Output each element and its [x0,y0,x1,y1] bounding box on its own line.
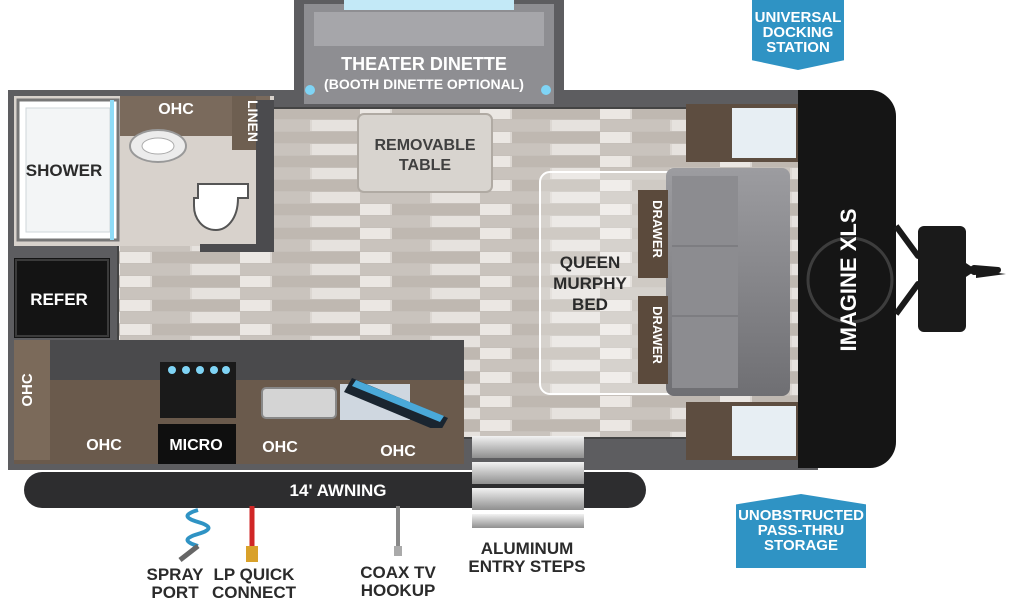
entry-steps [472,436,584,528]
coax-label-2: HOOKUP [360,581,436,600]
kitchen-counter [14,340,464,464]
pass-thru-storage-callout: UNOBSTRUCTED PASS-THRU STORAGE [736,494,866,568]
bathroom [14,96,274,252]
drawer-unit-bottom [638,296,668,384]
docking-station-callout: UNIVERSAL DOCKING STATION [752,0,844,70]
coax-hookup-label: COAX TV HOOKUP [352,564,444,600]
front-cap [798,90,896,468]
refer-label: REFER [30,290,88,309]
murphy-label-3: BED [572,295,608,314]
hitch-icon [893,224,1006,332]
removable-table-label-1: REMOVABLE [374,137,475,154]
linen-label: LINEN [245,100,261,142]
spray-label-1: SPRAY [146,565,204,584]
steps-label-2: ENTRY STEPS [468,557,586,576]
brand-logo: IMAGINE XLS [836,208,861,351]
ohc-bottom-2-label: OHC [262,439,298,456]
removable-table-label-2: TABLE [399,157,451,174]
murphy-label-1: QUEEN [560,253,620,272]
coax-label-1: COAX TV [360,563,436,582]
ohc-bottom-1-label: OHC [86,437,122,454]
lp-label-2: CONNECT [211,583,297,602]
micro-label: MICRO [169,437,222,454]
storage-label-1: UNOBSTRUCTED [738,507,864,524]
ohc-left-label: OHC [19,373,36,407]
awning-label: 14' AWNING [290,481,387,500]
docking-label-3: STATION [766,39,830,56]
docking-label-2: DOCKING [762,24,834,41]
murphy-label-2: MURPHY [553,274,627,293]
ohc-top-label: OHC [158,101,194,118]
removable-table [357,113,493,193]
dinette-slideout [294,0,564,104]
ohc-bottom-3-label: OHC [380,443,416,460]
lp-connect-label: LP QUICK CONNECT [208,566,300,602]
microwave [158,424,236,464]
spray-hose-icon [178,508,211,562]
drawer-label-2: DRAWER [650,306,665,364]
booth-optional-label: (BOOTH DINETTE OPTIONAL) [324,76,524,92]
storage-label-3: STORAGE [764,537,838,554]
storage-label-2: PASS-THRU [757,522,845,539]
docking-label-1: UNIVERSAL [754,9,842,26]
steps-label-1: ALUMINUM [480,539,574,558]
coax-cable-icon [394,506,402,556]
shower-label: SHOWER [26,161,103,180]
theater-dinette-label: THEATER DINETTE [341,54,507,74]
refrigerator [14,258,110,338]
spray-label-2: PORT [151,583,199,602]
sofa [666,168,790,396]
spray-port-label: SPRAY PORT [140,566,210,602]
drawer-label-1: DRAWER [650,200,665,258]
lp-label-1: LP QUICK [213,565,295,584]
entry-steps-label: ALUMINUM ENTRY STEPS [462,540,592,576]
drawer-unit-top [638,190,668,278]
lp-connect-icon [246,506,258,562]
storage-cubbies [686,104,798,460]
